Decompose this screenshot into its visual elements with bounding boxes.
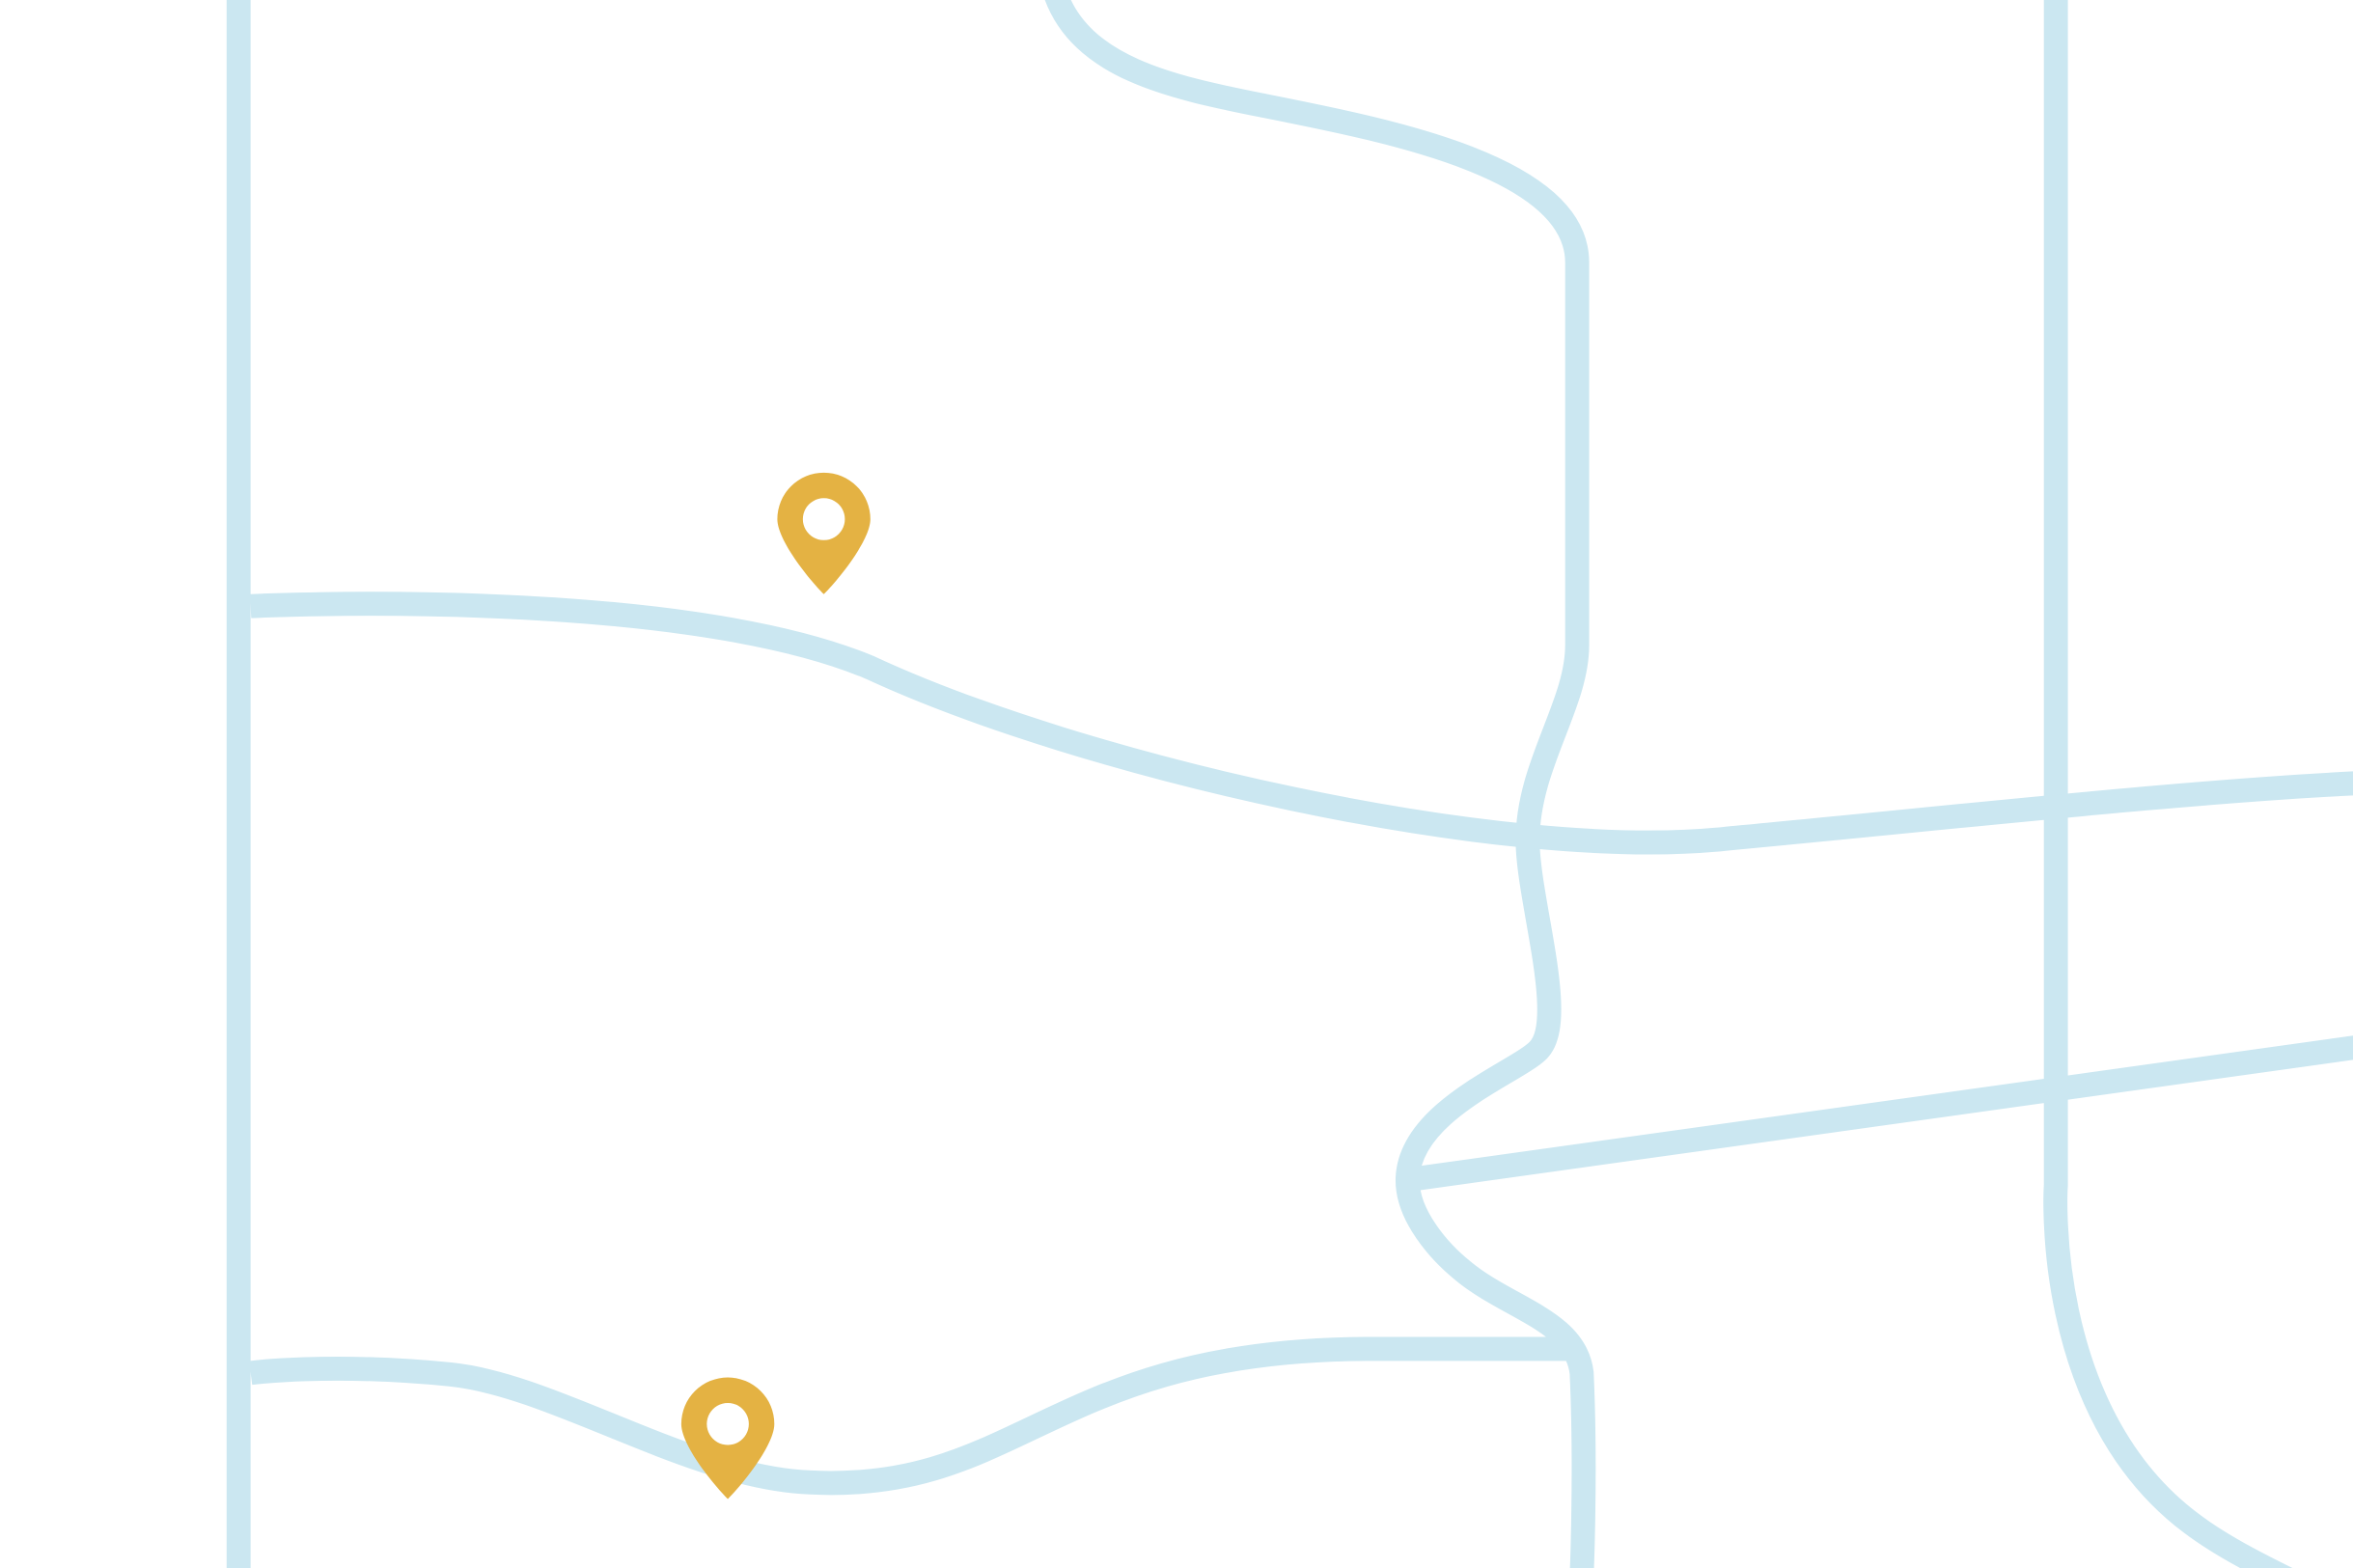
road-diagonal [1408,1035,2353,1192]
map-pin-1[interactable] [777,472,871,594]
road-upper-curve [250,591,2353,855]
map-pin-2[interactable] [680,1377,775,1499]
roads [226,0,2353,1568]
road-lower-curve [249,1336,1568,1496]
map-pin-icon[interactable] [680,1377,775,1499]
road-vertical-right [2043,0,2293,1568]
map-pin-icon[interactable] [777,472,871,594]
road-winding-center [1044,0,1596,1568]
